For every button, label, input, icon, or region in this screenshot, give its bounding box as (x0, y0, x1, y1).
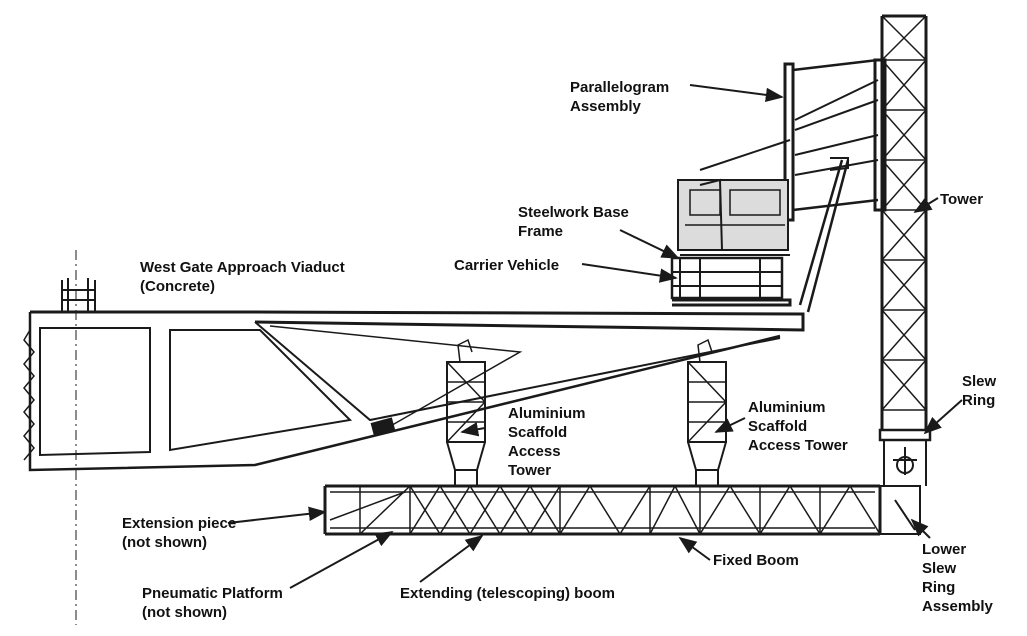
label-line: (Concrete) (140, 278, 216, 295)
label-line: Lower (922, 541, 967, 558)
leader-arrows (227, 84, 963, 589)
label-line: Access (508, 443, 561, 460)
boom-truss (323, 484, 882, 536)
label-line: Ring (962, 392, 996, 409)
label-lower-slew-ring-assembly: Lower Slew Ring Assembly (922, 540, 993, 616)
label-line: Aluminium (748, 399, 826, 416)
label-fixed-boom: Fixed Boom (713, 551, 799, 570)
label-line: Tower (508, 462, 552, 479)
label-line: Pneumatic Platform (142, 585, 283, 602)
label-line: Assembly (922, 598, 993, 615)
label-line: Slew (962, 373, 997, 390)
label-line: Scaffold (508, 424, 568, 441)
label-line: Extending (telescoping) boom (400, 585, 616, 602)
label-extension-piece: Extension piece (not shown) (122, 514, 236, 552)
label-line: Ring (922, 579, 956, 596)
label-scaffold-tower-right: Aluminium Scaffold Access Tower (748, 398, 848, 455)
viaduct-structure (23, 250, 805, 625)
label-line: West Gate Approach Viaduct (140, 259, 345, 276)
label-line: Parallelogram (570, 79, 670, 96)
lattice-tower (878, 14, 932, 535)
label-line: Scaffold (748, 418, 808, 435)
label-line: Extension piece (122, 515, 237, 532)
label-line: (not shown) (122, 534, 207, 551)
label-line: Carrier Vehicle (454, 257, 560, 274)
label-tower: Tower (940, 190, 983, 209)
scaffold-tower-right (687, 338, 727, 486)
label-line: Access Tower (748, 437, 848, 454)
label-slew-ring: Slew Ring (962, 372, 996, 410)
label-line: Assembly (570, 98, 641, 115)
parallelogram-assembly (783, 58, 887, 313)
label-pneumatic-platform: Pneumatic Platform (not shown) (142, 584, 283, 622)
label-line: Fixed Boom (713, 552, 799, 569)
label-carrier-vehicle: Carrier Vehicle (454, 256, 559, 275)
label-line: Steelwork Base (518, 204, 629, 221)
label-parallelogram-assembly: Parallelogram Assembly (570, 78, 669, 116)
label-scaffold-tower-left: Aluminium Scaffold Access Tower (508, 404, 586, 480)
label-west-gate-viaduct: West Gate Approach Viaduct (Concrete) (140, 258, 345, 296)
scaffold-tower-left (446, 338, 486, 486)
label-line: Slew (922, 560, 957, 577)
label-line: Frame (518, 223, 564, 240)
label-extending-boom: Extending (telescoping) boom (400, 584, 615, 603)
carrier-vehicle (670, 139, 792, 307)
label-line: Aluminium (508, 405, 586, 422)
label-line: Tower (940, 191, 984, 208)
label-steelwork-base-frame: Steelwork Base Frame (518, 203, 629, 241)
label-line: (not shown) (142, 604, 227, 621)
